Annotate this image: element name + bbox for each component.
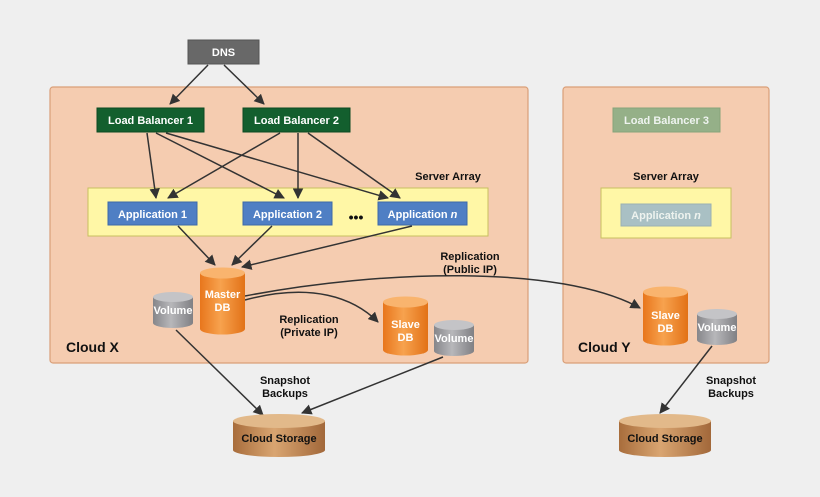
arrow-master-slave-y [244,274,641,309]
load-balancer-1: Load Balancer 1 [96,107,205,133]
snapshot-x-line1: Snapshot [260,375,310,387]
ellipsis: ••• [349,209,364,225]
master-db-label-line2: DB [215,302,231,314]
slave-db-x-label-line1: Slave [391,319,420,331]
replication-public-line2: (Public IP) [443,264,497,276]
replication-public-line1: Replication [440,251,500,263]
volume-slave-x: Volume [434,320,474,356]
cloud-storage-y-label: Cloud Storage [627,433,702,445]
load-balancer-2-label: Load Balancer 2 [254,115,339,127]
dns-node: DNS [187,39,260,65]
arrow-master-slave-x [244,291,379,323]
application-2-label: Application 2 [253,209,322,221]
load-balancer-3-label: Load Balancer 3 [624,115,709,127]
arrow-lb2-app1 [167,132,281,199]
arrow-dns-lb2 [223,64,265,105]
arrow-app2-master [231,225,273,266]
volume-master: Volume [153,292,193,328]
cloud-storage-y: Cloud Storage [619,414,711,457]
arrow-lb1-appn [165,132,390,201]
application-1: Application 1 [107,201,198,226]
cloud-storage-x-label: Cloud Storage [241,433,316,445]
arrow-lb2-appn [307,132,401,199]
replication-private-line1: Replication [279,314,339,326]
snapshot-x-line2: Backups [262,388,308,400]
slave-db-y-label-line1: Slave [651,310,680,322]
connectors [146,64,713,416]
arrow-app1-master [177,225,216,266]
arrow-lb1-app1 [146,132,160,200]
arrow-dns-lb1 [169,64,209,105]
application-2: Application 2 [242,201,333,226]
cloud-y-label: Cloud Y [578,339,631,355]
slave-db-x-label-line2: DB [398,332,414,344]
arrow-volume2-storage [301,356,444,415]
load-balancer-1-label: Load Balancer 1 [108,115,193,127]
master-db-label-line1: Master [205,289,241,301]
arrow-appn-master [240,225,413,270]
replication-private-line2: (Private IP) [280,327,338,339]
arrow-lb1-app2 [155,132,285,199]
application-n-cloud-y-label: Application n [631,210,701,222]
volume-slave-y-label: Volume [698,322,737,334]
snapshot-y-line1: Snapshot [706,375,756,387]
snapshot-y-line2: Backups [708,388,754,400]
arrow-volume1-storage [175,329,264,416]
volume-slave-x-label: Volume [435,333,474,345]
cloud-x-label: Cloud X [66,339,120,355]
server-array-x-label: Server Array [415,171,482,183]
load-balancer-2: Load Balancer 2 [242,107,351,133]
slave-db-x: Slave DB [383,296,428,356]
application-n-label: Application n [388,209,458,221]
slave-db-y-label-line2: DB [658,323,674,335]
application-1-label: Application 1 [118,209,187,221]
arrow-volume3-storage [659,345,713,414]
cloud-storage-x: Cloud Storage [233,414,325,457]
volume-master-label: Volume [154,305,193,317]
load-balancer-3: Load Balancer 3 [612,107,721,133]
slave-db-y: Slave DB [643,286,688,346]
volume-slave-y: Volume [697,309,737,345]
server-array-y-label: Server Array [633,171,700,183]
application-n: Application n [377,201,468,226]
master-db: Master DB [200,267,245,335]
dns-label: DNS [212,47,235,59]
application-n-cloud-y: Application n [620,203,712,227]
